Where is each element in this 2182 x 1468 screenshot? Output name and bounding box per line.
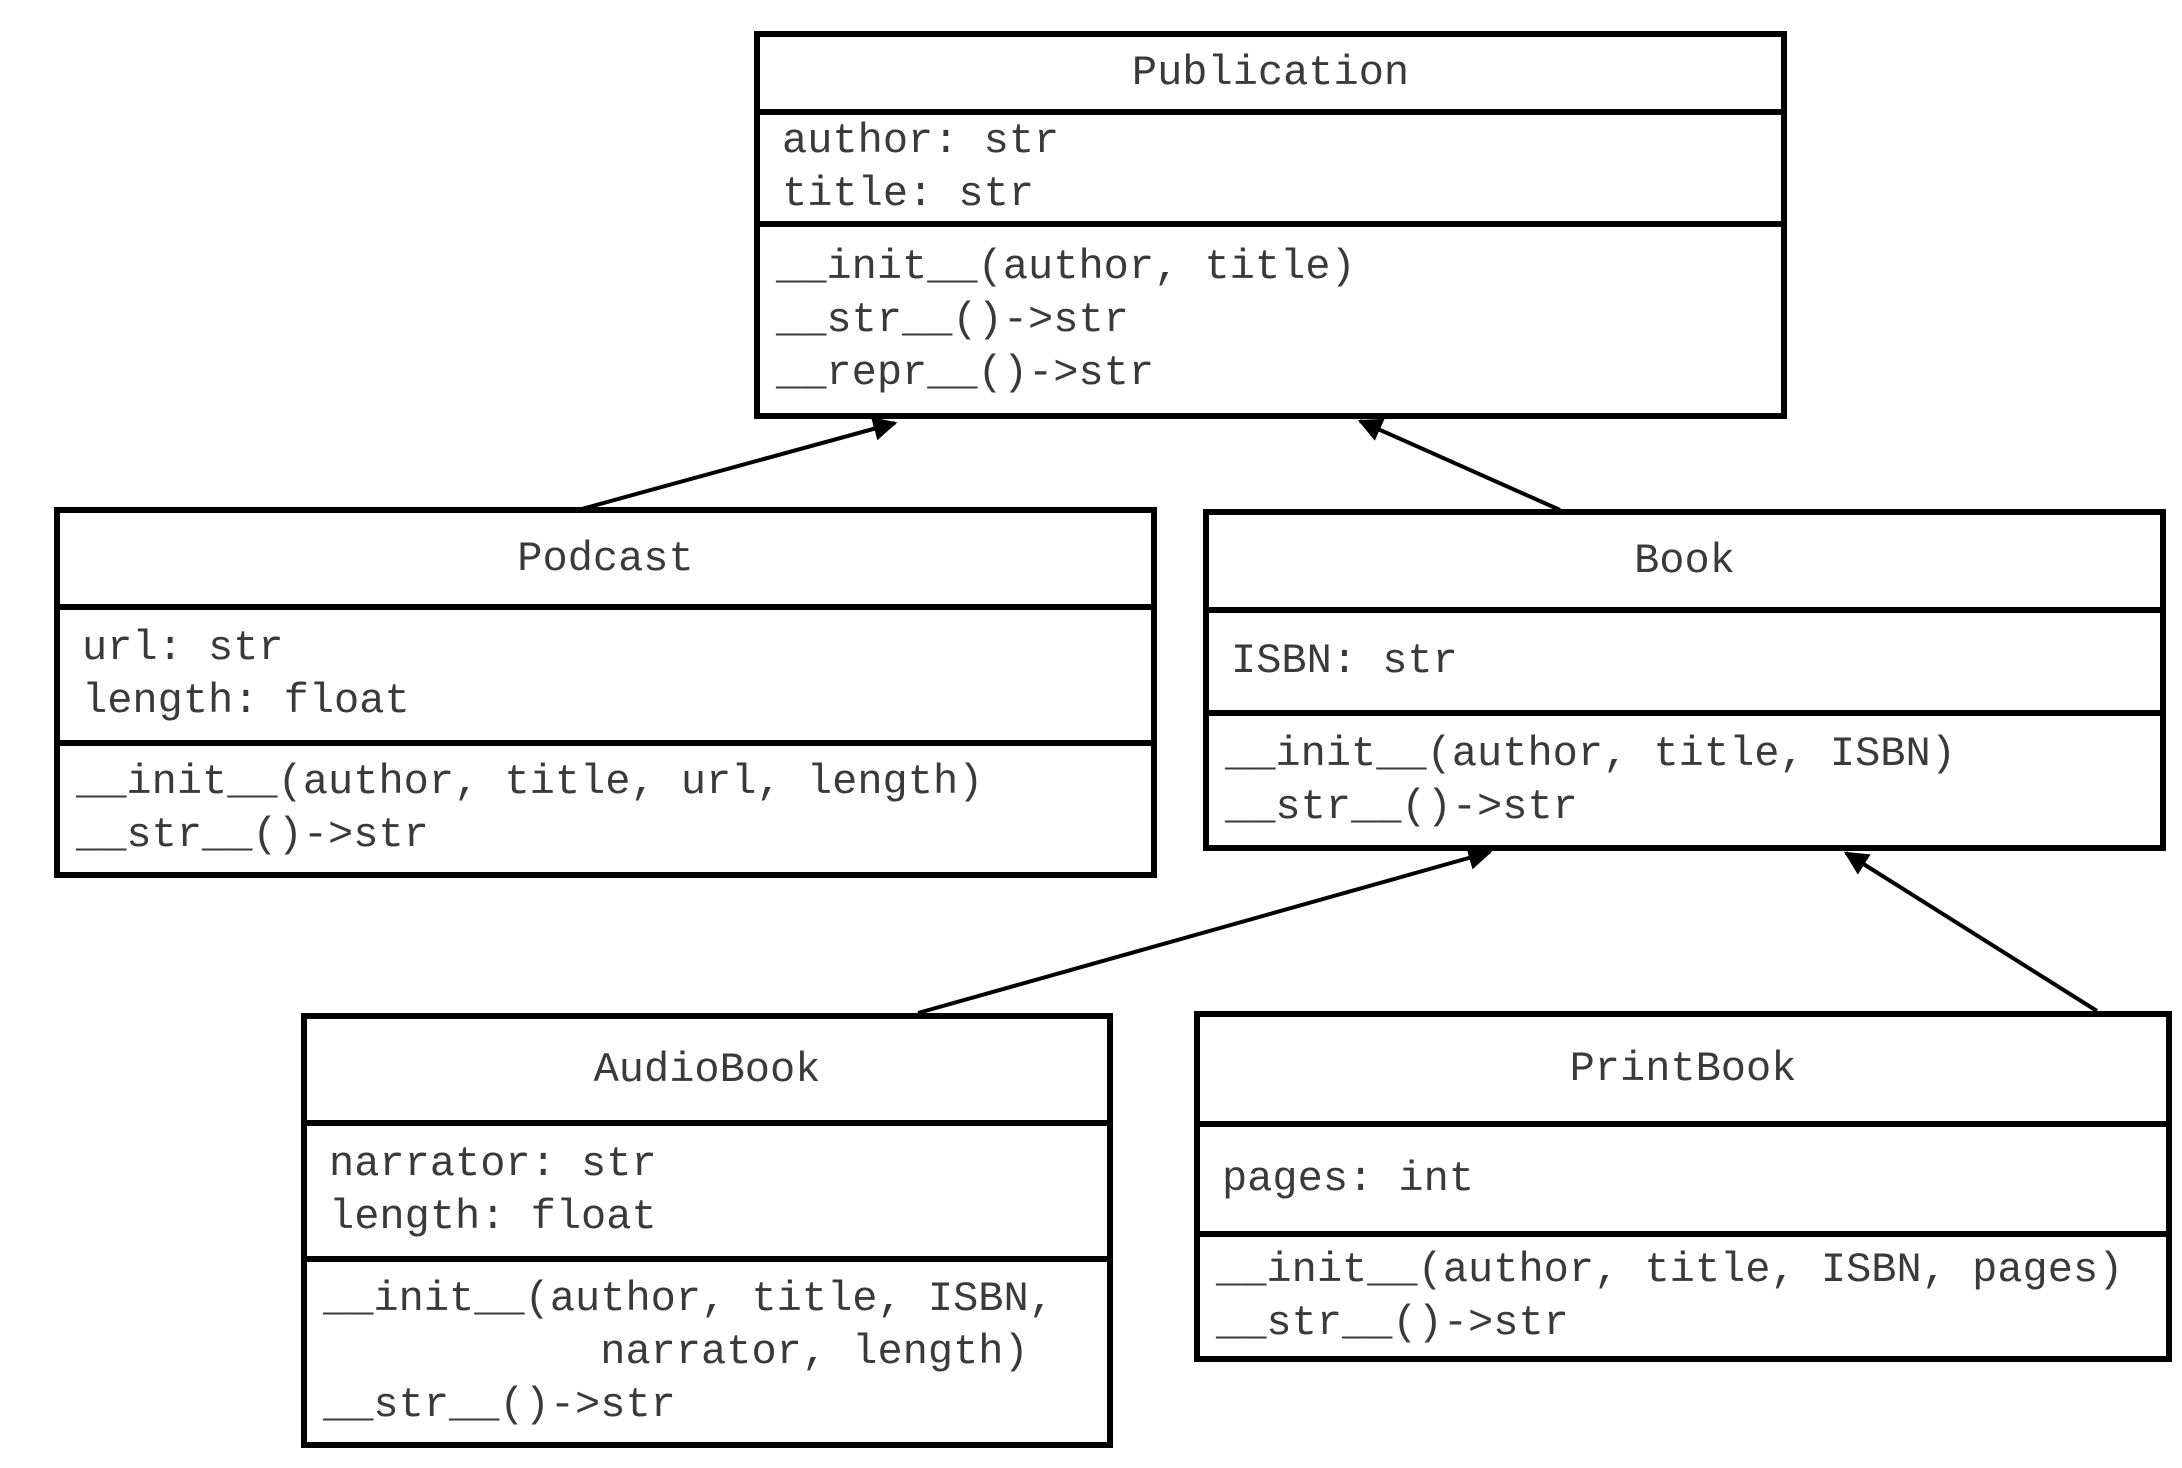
method: __init__(author, title, ISBN) [1225, 729, 1956, 778]
methods-compartment: __init__(author, title, ISBN, narrator, … [307, 1262, 1107, 1442]
attribute: url: str [82, 624, 284, 672]
arrow-podcast-to-publication [577, 417, 898, 512]
attribute: author: str [782, 117, 1060, 165]
class-name: PrintBook [1200, 1017, 2166, 1127]
method: __str__()->str [1225, 782, 1578, 831]
method: __init__(author, title, url, length) [76, 758, 984, 806]
attributes-compartment: narrator: str length: float [307, 1126, 1107, 1262]
method: __repr__()->str [776, 348, 1155, 397]
methods-compartment: __init__(author, title, url, length) __s… [60, 746, 1151, 872]
arrow-book-to-publication [1357, 418, 1561, 512]
methods-compartment: __init__(author, title) __str__()->str _… [760, 227, 1781, 413]
attributes-compartment: author: str title: str [760, 115, 1781, 227]
method: __init__(author, title, ISBN, [323, 1274, 1054, 1323]
attribute: narrator: str [329, 1140, 657, 1188]
methods-compartment: __init__(author, title, ISBN, pages) __s… [1200, 1237, 2166, 1356]
class-name: Publication [760, 37, 1781, 115]
attribute: ISBN: str [1231, 637, 1458, 685]
class-audiobook: AudioBook narrator: str length: float __… [301, 1013, 1113, 1448]
method: __str__()->str [776, 295, 1129, 344]
method: __str__()->str [323, 1380, 676, 1429]
attributes-compartment: ISBN: str [1209, 613, 2160, 716]
class-publication: Publication author: str title: str __ini… [754, 31, 1787, 419]
class-name: AudioBook [307, 1019, 1107, 1126]
class-name: Book [1209, 515, 2160, 613]
attributes-compartment: pages: int [1200, 1127, 2166, 1237]
method: __str__()->str [76, 811, 429, 859]
attribute: length: float [82, 677, 410, 725]
arrow-printbook-to-book [1843, 851, 2099, 1013]
attributes-compartment: url: str length: float [60, 610, 1151, 746]
class-book: Book ISBN: str __init__(author, title, I… [1203, 509, 2166, 851]
method: __str__()->str [1216, 1298, 1569, 1347]
class-podcast: Podcast url: str length: float __init__(… [54, 507, 1157, 878]
attribute: pages: int [1222, 1154, 1475, 1203]
method: __init__(author, title) [776, 242, 1356, 291]
arrow-audiobook-to-book [917, 846, 1493, 1015]
attribute: title: str [782, 170, 1035, 218]
method: narrator, length) [323, 1327, 1029, 1376]
attribute: length: float [329, 1193, 657, 1241]
class-printbook: PrintBook pages: int __init__(author, ti… [1194, 1011, 2172, 1362]
method: __init__(author, title, ISBN, pages) [1216, 1245, 2124, 1294]
class-name: Podcast [60, 513, 1151, 610]
methods-compartment: __init__(author, title, ISBN) __str__()-… [1209, 716, 2160, 845]
